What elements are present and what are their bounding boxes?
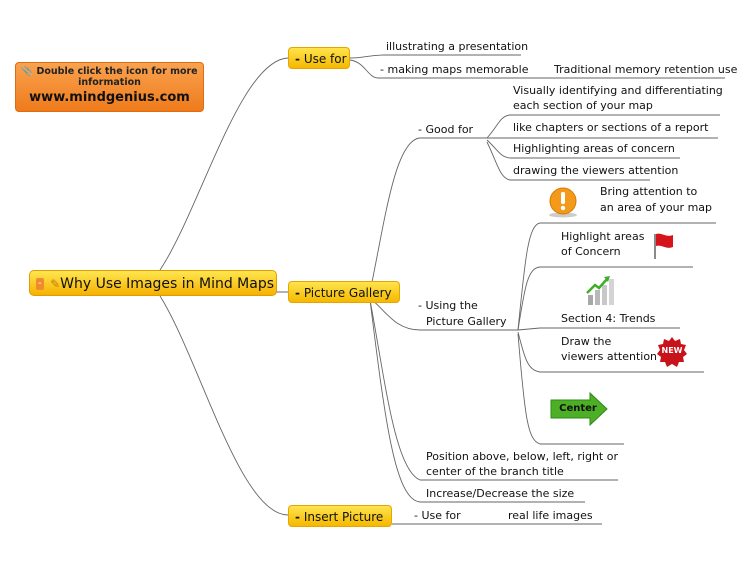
topic-label: Good for	[425, 123, 474, 136]
root-topic[interactable]: - ✎Why Use Images in Mind Maps	[29, 270, 277, 296]
topic-drawing-attention[interactable]: drawing the viewers attention	[513, 164, 679, 177]
topic-insert-use-for[interactable]: - Use for	[414, 508, 461, 524]
topic-using-gallery[interactable]: - Using the Picture Gallery	[418, 298, 507, 330]
branch-picture-gallery[interactable]: - Picture Gallery	[288, 281, 400, 303]
topic-bring-attention-1[interactable]: Bring attention to	[600, 185, 698, 198]
center-arrow-label: Center	[559, 403, 597, 414]
topic-highlight-areas-1[interactable]: Highlight areas	[561, 230, 645, 243]
topic-section-trends[interactable]: Section 4: Trends	[561, 312, 656, 325]
branch-label: Use for	[303, 52, 347, 66]
topic-label-line-2: Picture Gallery	[426, 315, 507, 328]
topic-draw-viewers-1[interactable]: Draw the	[561, 335, 612, 348]
badge-url[interactable]: www.mindgenius.com	[29, 90, 190, 105]
topic-chapters[interactable]: like chapters or sections of a report	[513, 121, 709, 134]
topic-position-1[interactable]: Position above, below, left, right or	[426, 450, 618, 463]
topic-memorable[interactable]: - making maps memorable	[380, 62, 528, 78]
collapse-toggle[interactable]: -	[414, 509, 418, 522]
collapse-toggle[interactable]: -	[418, 299, 422, 312]
collapse-toggle[interactable]: -	[295, 286, 300, 300]
topic-memory-retention[interactable]: Traditional memory retention use	[554, 63, 738, 76]
collapse-toggle[interactable]: -	[36, 278, 44, 290]
topic-visually-identifying-2[interactable]: each section of your map	[513, 99, 653, 112]
collapse-toggle[interactable]: -	[295, 52, 300, 66]
topic-highlight-areas-2[interactable]: of Concern	[561, 245, 621, 258]
topic-label: making maps memorable	[387, 63, 529, 76]
pencil-icon: ✎	[50, 277, 61, 291]
new-badge-label: NEW	[661, 346, 683, 355]
mindgenius-info-badge[interactable]: 📎 Double click the icon for more informa…	[15, 62, 204, 112]
root-title: Why Use Images in Mind Maps	[60, 276, 275, 292]
topic-resize[interactable]: Increase/Decrease the size	[426, 487, 575, 500]
badge-line-2: information	[78, 77, 141, 88]
badge-line-1: Double click the icon for more	[36, 66, 198, 77]
branch-insert-picture[interactable]: - Insert Picture	[288, 505, 392, 527]
branch-use-for[interactable]: - Use for	[288, 47, 350, 69]
center-arrow-icon: Center	[550, 391, 608, 427]
branch-label: Picture Gallery	[303, 286, 392, 300]
collapse-toggle[interactable]: -	[380, 63, 384, 76]
topic-illustrating[interactable]: illustrating a presentation	[386, 40, 529, 53]
topic-position-2[interactable]: center of the branch title	[426, 465, 564, 478]
topic-draw-viewers-2[interactable]: viewers attention	[561, 350, 658, 363]
warning-icon	[549, 187, 577, 218]
collapse-toggle[interactable]: -	[295, 510, 300, 524]
topic-visually-identifying-1[interactable]: Visually identifying and differentiating	[513, 84, 723, 97]
topic-label-line-1: Using the	[425, 299, 478, 312]
topic-highlighting-areas[interactable]: Highlighting areas of concern	[513, 142, 675, 155]
topic-good-for[interactable]: - Good for	[418, 122, 473, 138]
collapse-toggle[interactable]: -	[418, 123, 422, 136]
topic-label: Use for	[421, 509, 461, 522]
topic-bring-attention-2[interactable]: an area of your map	[600, 201, 713, 214]
topic-real-life-images[interactable]: real life images	[508, 509, 593, 522]
new-badge-icon: NEW	[656, 336, 688, 368]
flag-icon	[654, 233, 673, 259]
branch-label: Insert Picture	[303, 510, 384, 524]
paperclip-icon: 📎	[21, 66, 34, 77]
bar-chart-icon	[586, 276, 614, 305]
